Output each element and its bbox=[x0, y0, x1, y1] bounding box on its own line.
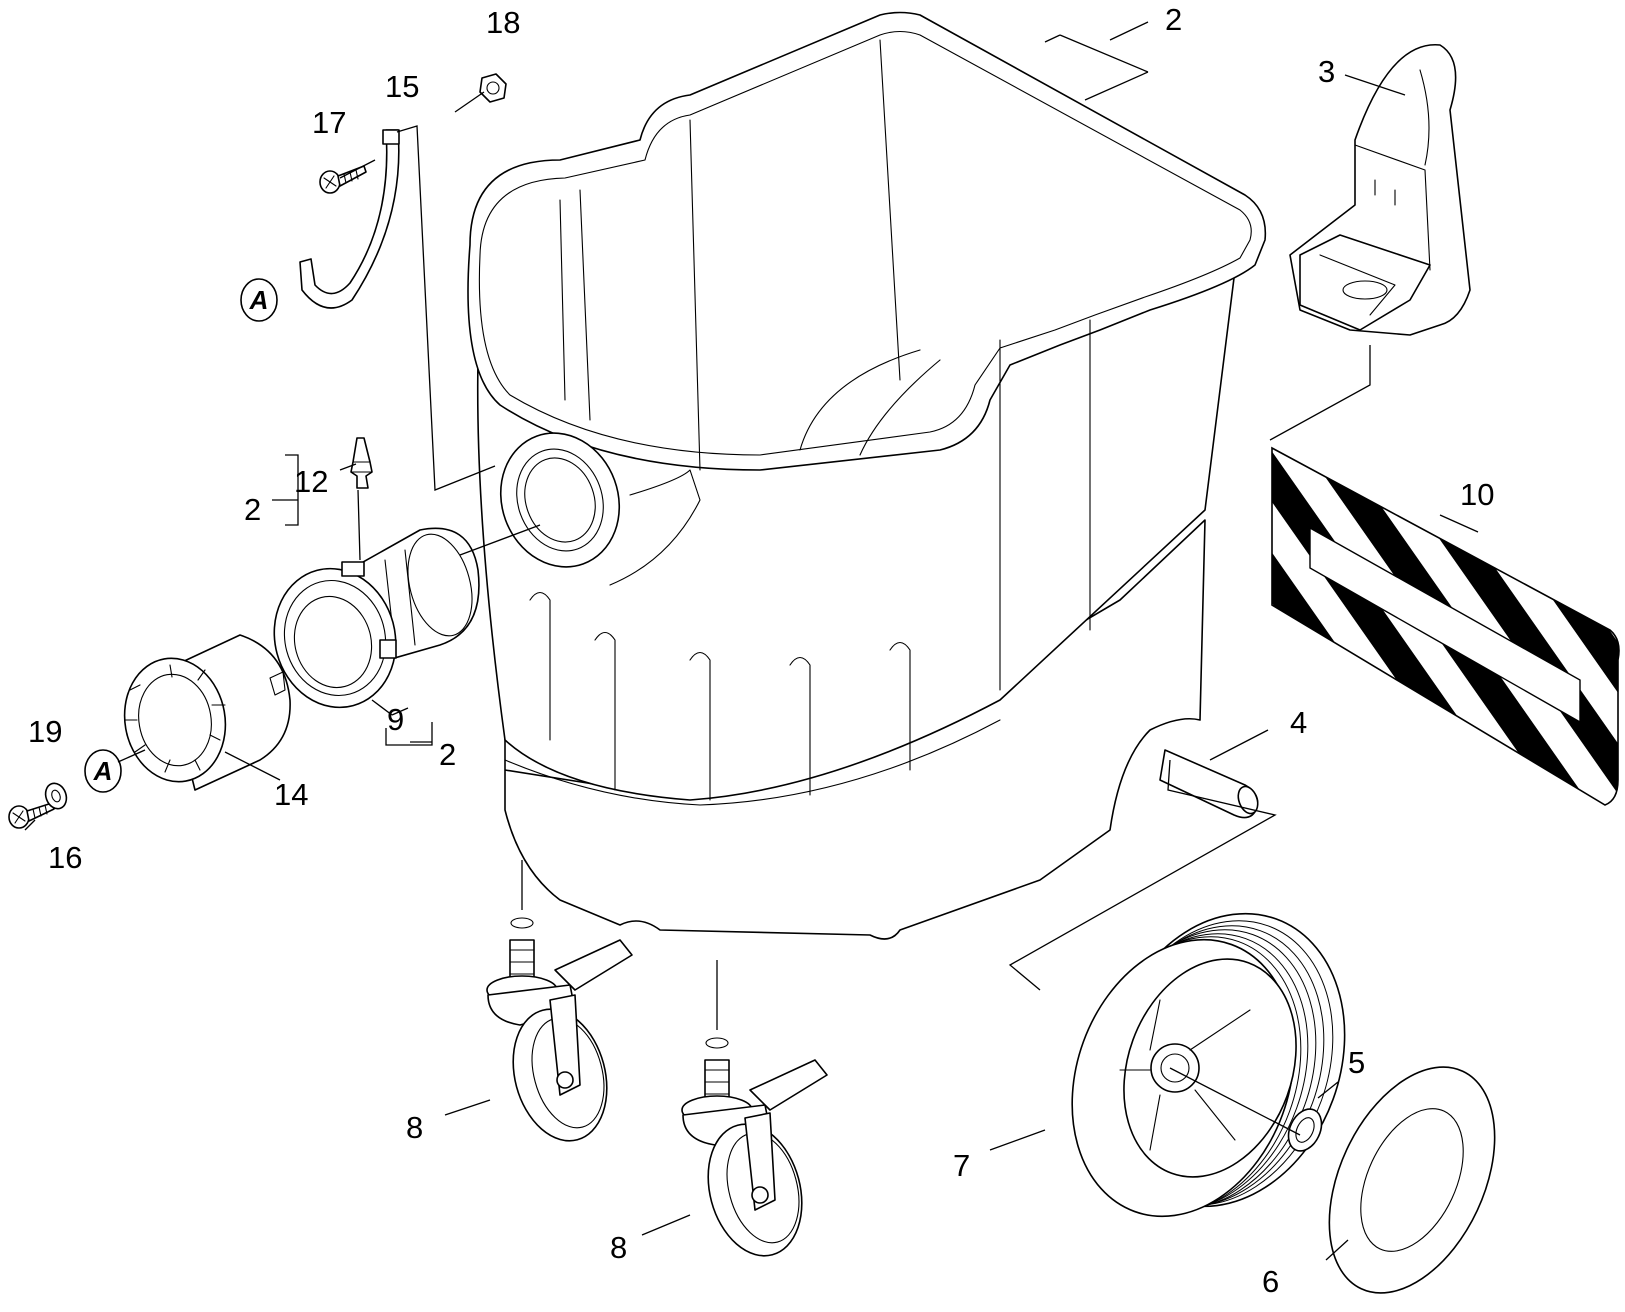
reference-mark-a-lower-label: A bbox=[93, 756, 113, 786]
nipple-part-12 bbox=[350, 437, 373, 489]
callout-part-15: 15 bbox=[385, 69, 419, 104]
retaining-clip-part-5 bbox=[1287, 1108, 1323, 1152]
washer-part-19 bbox=[44, 782, 68, 810]
callout-labels: 2 3 18 15 17 12 2 9 2 14 19 16 10 4 5 6 … bbox=[28, 2, 1494, 1299]
screw-part-16 bbox=[8, 802, 55, 829]
handle-bracket-part-3 bbox=[1289, 44, 1471, 336]
nut-part-18 bbox=[479, 73, 507, 103]
leader-lines bbox=[24, 21, 1479, 1261]
callout-part-2-at-9: 2 bbox=[439, 737, 456, 772]
callout-part-8-right: 8 bbox=[610, 1230, 627, 1265]
threaded-ring-part-14 bbox=[123, 634, 291, 791]
castor-right-part-8 bbox=[681, 1037, 828, 1257]
callout-part-5: 5 bbox=[1348, 1045, 1365, 1080]
hub-cap-part-6 bbox=[1328, 1066, 1496, 1294]
callout-part-2-at-12: 2 bbox=[244, 492, 261, 527]
reference-mark-a-upper-label: A bbox=[249, 285, 269, 315]
hazard-warning-label-part-10 bbox=[1271, 446, 1620, 806]
suction-inlet-part-9 bbox=[273, 527, 480, 709]
callout-part-19: 19 bbox=[28, 714, 62, 749]
callout-part-8-left: 8 bbox=[406, 1110, 423, 1145]
callout-part-18: 18 bbox=[486, 5, 520, 40]
castor-left-part-8 bbox=[486, 917, 633, 1142]
container-tank bbox=[467, 11, 1267, 940]
callout-part-12: 12 bbox=[294, 464, 328, 499]
callout-part-7: 7 bbox=[953, 1148, 970, 1183]
reference-mark-a-lower: A bbox=[84, 749, 122, 793]
callout-part-2-top: 2 bbox=[1165, 2, 1182, 37]
callout-part-4: 4 bbox=[1290, 705, 1307, 740]
screw-part-17 bbox=[319, 165, 367, 194]
hose-strap-part-15 bbox=[299, 129, 400, 309]
callout-part-3: 3 bbox=[1318, 54, 1335, 89]
callout-part-10: 10 bbox=[1460, 477, 1494, 512]
callout-part-9: 9 bbox=[387, 702, 404, 737]
callout-part-16: 16 bbox=[48, 840, 82, 875]
callout-part-14: 14 bbox=[274, 777, 308, 812]
reference-mark-a-upper: A bbox=[240, 278, 278, 322]
callout-part-6: 6 bbox=[1262, 1264, 1279, 1299]
rear-wheel-part-7 bbox=[1071, 912, 1346, 1218]
callout-part-17: 17 bbox=[312, 105, 346, 140]
